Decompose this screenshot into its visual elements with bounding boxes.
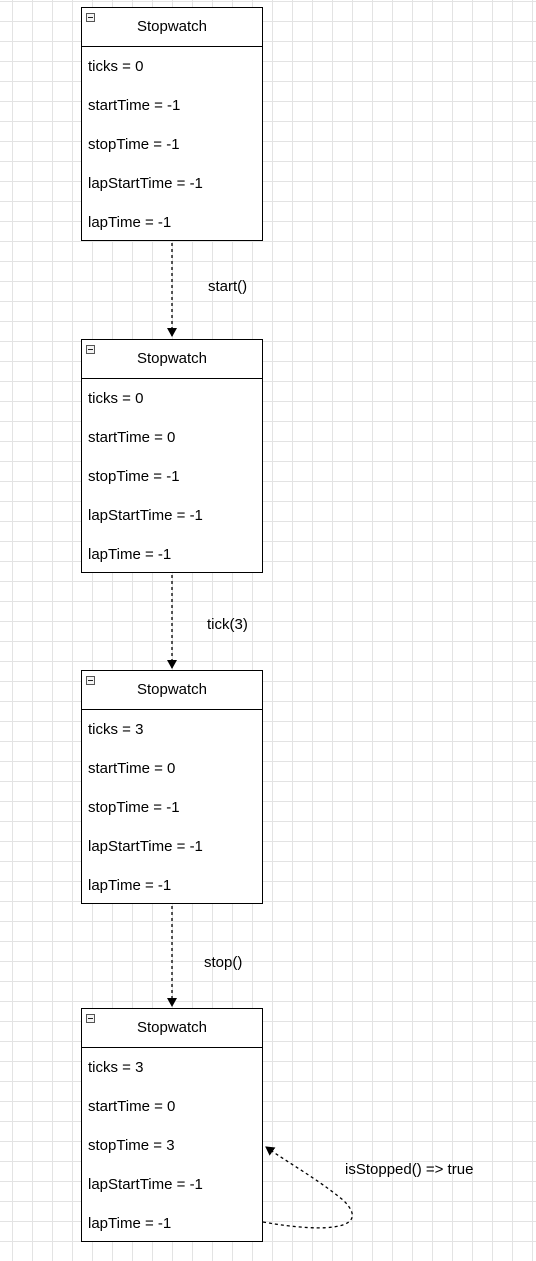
field-lap-start-time: lapStartTime = -1 — [88, 838, 203, 855]
field-lap-time: lapTime = -1 — [88, 214, 172, 231]
field-lap-start-time: lapStartTime = -1 — [88, 507, 203, 524]
field-stop-time: stopTime = 3 — [88, 1137, 175, 1154]
field-stop-time: stopTime = -1 — [88, 136, 180, 153]
node-header: Stopwatch — [82, 671, 262, 710]
edge-label-is-stopped: isStopped() => true — [345, 1161, 474, 1178]
edge-label-tick: tick(3) — [207, 616, 248, 633]
field-start-time: startTime = 0 — [88, 760, 176, 777]
field-start-time: startTime = 0 — [88, 429, 176, 446]
stopwatch-node-4[interactable]: Stopwatch ticks = 3 startTime = 0 stopTi… — [81, 1008, 263, 1242]
collapse-minus-icon[interactable] — [86, 1014, 95, 1023]
stopwatch-node-1[interactable]: Stopwatch ticks = 0 startTime = -1 stopT… — [81, 7, 263, 241]
edge-label-start: start() — [208, 278, 248, 295]
field-ticks: ticks = 3 — [88, 1059, 144, 1076]
field-start-time: startTime = 0 — [88, 1098, 176, 1115]
field-stop-time: stopTime = -1 — [88, 799, 180, 816]
stopwatch-node-3[interactable]: Stopwatch ticks = 3 startTime = 0 stopTi… — [81, 670, 263, 904]
edge-self-loop-arrow[interactable] — [262, 1146, 353, 1229]
node-header: Stopwatch — [82, 1009, 262, 1048]
field-ticks: ticks = 0 — [88, 390, 144, 407]
node-title: Stopwatch — [136, 350, 208, 367]
field-lap-start-time: lapStartTime = -1 — [88, 175, 203, 192]
field-ticks: ticks = 3 — [88, 721, 144, 738]
field-stop-time: stopTime = -1 — [88, 468, 180, 485]
field-start-time: startTime = -1 — [88, 97, 181, 114]
field-ticks: ticks = 0 — [88, 58, 144, 75]
field-lap-start-time: lapStartTime = -1 — [88, 1176, 203, 1193]
stopwatch-node-2[interactable]: Stopwatch ticks = 0 startTime = 0 stopTi… — [81, 339, 263, 573]
collapse-minus-icon[interactable] — [86, 345, 95, 354]
node-title: Stopwatch — [136, 681, 208, 698]
node-title: Stopwatch — [136, 18, 208, 35]
collapse-minus-icon[interactable] — [86, 676, 95, 685]
collapse-minus-icon[interactable] — [86, 13, 95, 22]
field-lap-time: lapTime = -1 — [88, 546, 172, 563]
node-header: Stopwatch — [82, 340, 262, 379]
node-header: Stopwatch — [82, 8, 262, 47]
edge-label-stop: stop() — [204, 954, 243, 971]
node-title: Stopwatch — [136, 1019, 208, 1036]
field-lap-time: lapTime = -1 — [88, 1215, 172, 1232]
field-lap-time: lapTime = -1 — [88, 877, 172, 894]
